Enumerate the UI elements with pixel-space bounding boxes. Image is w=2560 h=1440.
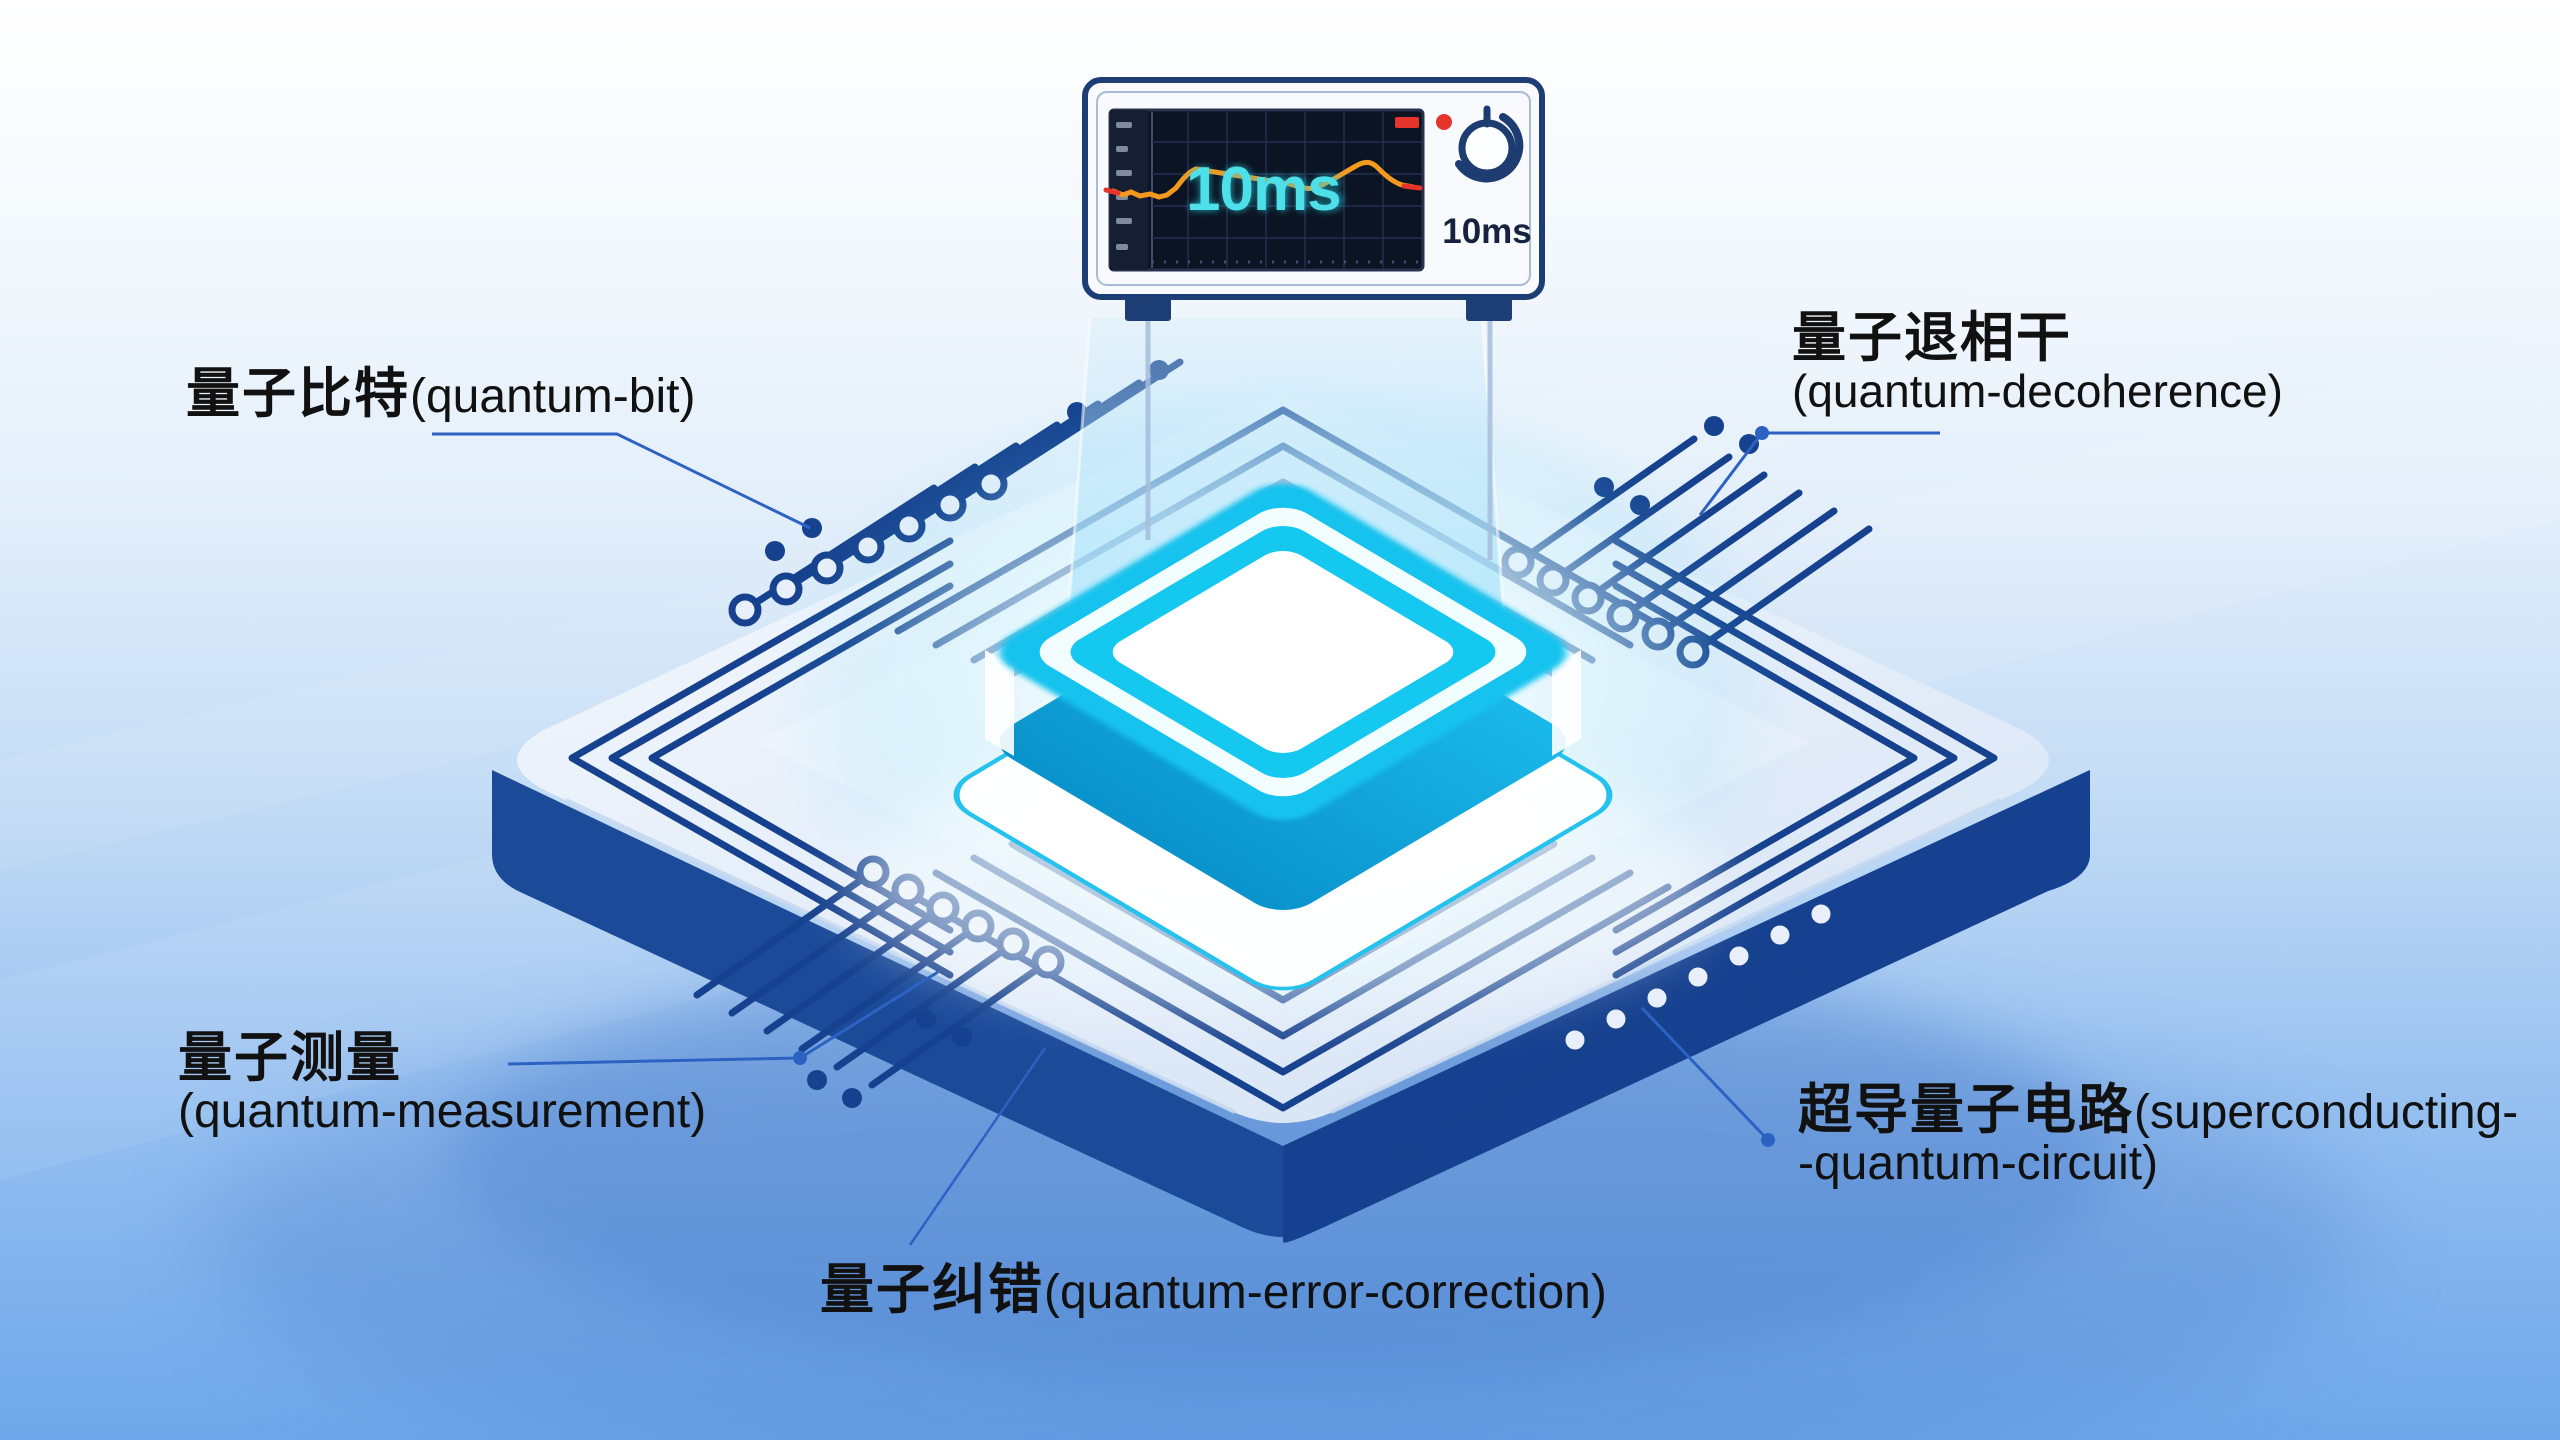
led-indicator-icon [1436,114,1452,130]
leader-superconducting-circuit [1640,1006,1770,1142]
knob-icon [1455,105,1524,183]
leader-quantum-bit [432,432,811,530]
label-superconducting-en1: (superconducting- [2134,1086,2519,1139]
label-superconducting-zh: 超导量子电路 [1798,1080,2134,1140]
label-quantum-bit-zh: 量子比特 [186,364,410,424]
label-superconducting-quantum-circuit: 超导量子电路(superconducting- -quantum-circuit… [1798,1080,2519,1191]
waveform-red-start [1103,187,1121,196]
device-foot-left [1125,297,1171,321]
alert-bar-icon [1395,117,1419,128]
label-quantum-error-correction-en: (quantum-error-correction) [1044,1266,1607,1319]
leader-lines [432,426,1940,1246]
label-quantum-decoherence: 量子退相干 (quantum-decoherence) [1792,308,2283,418]
label-quantum-error-correction-zh: 量子纠错 [820,1260,1044,1320]
label-quantum-error-correction: 量子纠错(quantum-error-correction) [820,1260,1607,1320]
label-quantum-decoherence-zh: 量子退相干 [1792,308,2072,368]
screen-readout: 10ms [1186,155,1341,224]
device-body-inner-line [1096,91,1531,286]
waveform-red-end [1401,183,1423,191]
knob-readout: 10ms [1442,212,1532,251]
label-quantum-decoherence-en: (quantum-decoherence) [1792,365,2283,418]
wall-highlight-right [1552,650,1581,756]
pedestal-top [999,484,1567,820]
oscilloscope: 10ms 10ms 10ms [1082,77,1545,321]
device-foot-right [1466,297,1512,321]
waveform [1110,159,1416,200]
label-quantum-bit: 量子比特(quantum-bit) [186,364,696,424]
wall-highlight-left [985,650,1014,756]
device-screen: 10ms 10ms [1103,108,1425,272]
label-quantum-measurement-zh: 量子测量 [178,1028,402,1088]
label-superconducting-en2: -quantum-circuit) [1798,1137,2159,1191]
label-quantum-bit-en: (quantum-bit) [410,370,696,423]
screen-readout-glow: 10ms [1186,155,1345,224]
label-quantum-measurement: 量子测量 (quantum-measurement) [178,1028,707,1139]
chip-pedestal [953,484,1613,991]
leader-quantum-error-correction [908,1047,1047,1246]
support-rods [1145,321,1493,560]
label-quantum-measurement-en: (quantum-measurement) [178,1085,707,1139]
